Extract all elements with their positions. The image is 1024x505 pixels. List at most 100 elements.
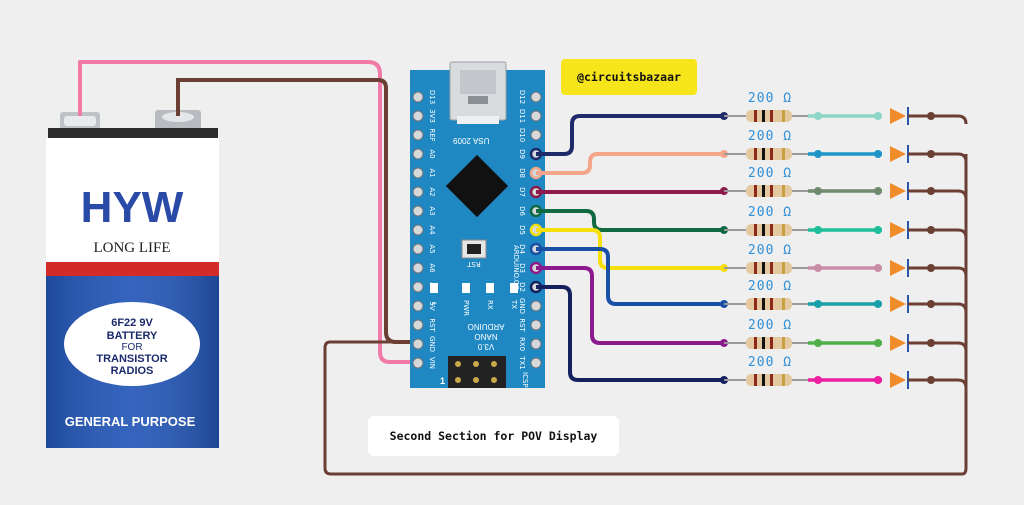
resistor-value-label: 200 Ω xyxy=(748,166,792,181)
pin-d13 xyxy=(412,91,424,103)
led-ground-wire xyxy=(932,152,968,163)
pin-label: D10 xyxy=(518,128,526,142)
icsp-label: ICSP xyxy=(521,372,529,388)
pin-label: D9 xyxy=(518,149,526,159)
resistor-value-label: 200 Ω xyxy=(748,318,792,333)
resistor-value-label: 200 Ω xyxy=(748,243,792,258)
pin-vin xyxy=(412,357,424,369)
pin-3v3 xyxy=(412,110,424,122)
pin-d10 xyxy=(530,129,542,141)
battery-brand: HYW xyxy=(81,183,184,232)
pin-a4 xyxy=(412,224,424,236)
icsp-header xyxy=(448,356,506,388)
led-channel: 200 Ω xyxy=(529,91,968,161)
signal-wire xyxy=(536,209,724,232)
led-diode xyxy=(890,296,906,312)
signal-wire xyxy=(536,247,724,306)
pin-a3 xyxy=(412,205,424,217)
pin-label: 5V xyxy=(428,301,436,310)
resistor xyxy=(746,148,792,160)
resistor xyxy=(746,110,792,122)
resistor xyxy=(746,298,792,310)
pin-label: D11 xyxy=(518,109,526,123)
pin-label: D13 xyxy=(428,90,436,104)
resistor-value-label: 200 Ω xyxy=(748,129,792,144)
pin-a1 xyxy=(412,167,424,179)
resistor-value-label: 200 Ω xyxy=(748,205,792,220)
pin-gnd xyxy=(530,300,542,312)
pin-label: A3 xyxy=(428,206,436,215)
board-pin-rows: D133V3REFA0A1A2A3A4A5A6A75VRSTGNDVIND12D… xyxy=(412,90,542,370)
led-ground-wire xyxy=(932,378,968,389)
pin-label: 3V3 xyxy=(428,109,436,123)
resistor xyxy=(746,374,792,386)
pin-ref xyxy=(412,129,424,141)
pin-label: A2 xyxy=(428,187,436,196)
battery-spec-line: TRANSISTOR xyxy=(96,353,167,365)
led-channel: 200 Ω xyxy=(529,261,968,352)
resistor xyxy=(746,337,792,349)
board-brand: ARDUINO.CC xyxy=(512,245,520,290)
battery-spec-line: FOR xyxy=(121,342,142,353)
board-name-line: V3.0 xyxy=(477,342,494,351)
pin-label: REF xyxy=(428,128,436,141)
pin-d11 xyxy=(530,110,542,122)
pin-gnd xyxy=(412,338,424,350)
resistor xyxy=(746,224,792,236)
pin-label: TX1 xyxy=(518,355,526,370)
board-usa: USA xyxy=(472,136,489,145)
pin-label: D3 xyxy=(518,263,526,273)
pin-one-marker: 1 xyxy=(440,376,445,386)
pin-label: D12 xyxy=(518,90,526,104)
led-ground-wire xyxy=(932,189,968,200)
battery-top-half xyxy=(46,138,219,278)
pin-label: D8 xyxy=(518,168,526,178)
onboard-leds: L PWR RX TX xyxy=(430,283,518,316)
led-channel: 200 Ω xyxy=(529,204,968,239)
led-ground-wire xyxy=(932,266,968,277)
pin-label: A5 xyxy=(428,244,436,253)
battery-spec-line: RADIOS xyxy=(111,365,154,377)
pin-tx1 xyxy=(530,357,542,369)
led-label-pwr: PWR xyxy=(462,300,470,316)
pin-label: A6 xyxy=(428,263,436,273)
resistor-value-label: 200 Ω xyxy=(748,91,792,106)
pin-label: D6 xyxy=(518,206,526,216)
pin-label: A7 xyxy=(428,282,436,291)
arduino-nano-board: USA 2009 RST ARDUINO.CC L PWR RX TX ARDU… xyxy=(410,61,545,388)
battery-footer: GENERAL PURPOSE xyxy=(65,414,196,429)
signal-wire xyxy=(536,114,724,156)
atmega-chip xyxy=(445,154,509,218)
pin-a5 xyxy=(412,243,424,255)
led-diode xyxy=(890,108,906,124)
resistor-value-label: 200 Ω xyxy=(748,355,792,370)
led-diode xyxy=(890,335,906,351)
led-ground-wire xyxy=(932,341,968,352)
pin-rst xyxy=(412,319,424,331)
signal-wire xyxy=(536,266,724,345)
led-diode xyxy=(890,222,906,238)
battery-label-oval xyxy=(64,302,200,386)
pin-a2 xyxy=(412,186,424,198)
pin-label: D5 xyxy=(518,225,526,235)
pin-label: GND xyxy=(518,298,526,314)
board-year: 2009 xyxy=(453,136,471,145)
reset-label: RST xyxy=(466,260,480,268)
led-diode xyxy=(890,260,906,276)
pin-label: GND xyxy=(428,336,436,352)
led-ground-wire xyxy=(932,114,968,125)
pin-label: A4 xyxy=(428,225,436,235)
battery-9v: HYW LONG LIFE 6F22 9V BATTERY FOR TRANSI… xyxy=(46,110,219,448)
pin-d12 xyxy=(530,91,542,103)
pin-label: D2 xyxy=(518,282,526,292)
pink-wire-battery-to-vin xyxy=(78,60,418,364)
author-tag: @circuitsbazaar xyxy=(561,59,697,95)
pin-rx0 xyxy=(530,338,542,350)
led-label-rx: RX xyxy=(486,300,494,310)
led-channel: 200 Ω xyxy=(529,129,968,180)
resistor xyxy=(746,262,792,274)
pin-label: D4 xyxy=(518,244,526,254)
ground-return-loop xyxy=(323,160,968,476)
pin-5v xyxy=(412,300,424,312)
